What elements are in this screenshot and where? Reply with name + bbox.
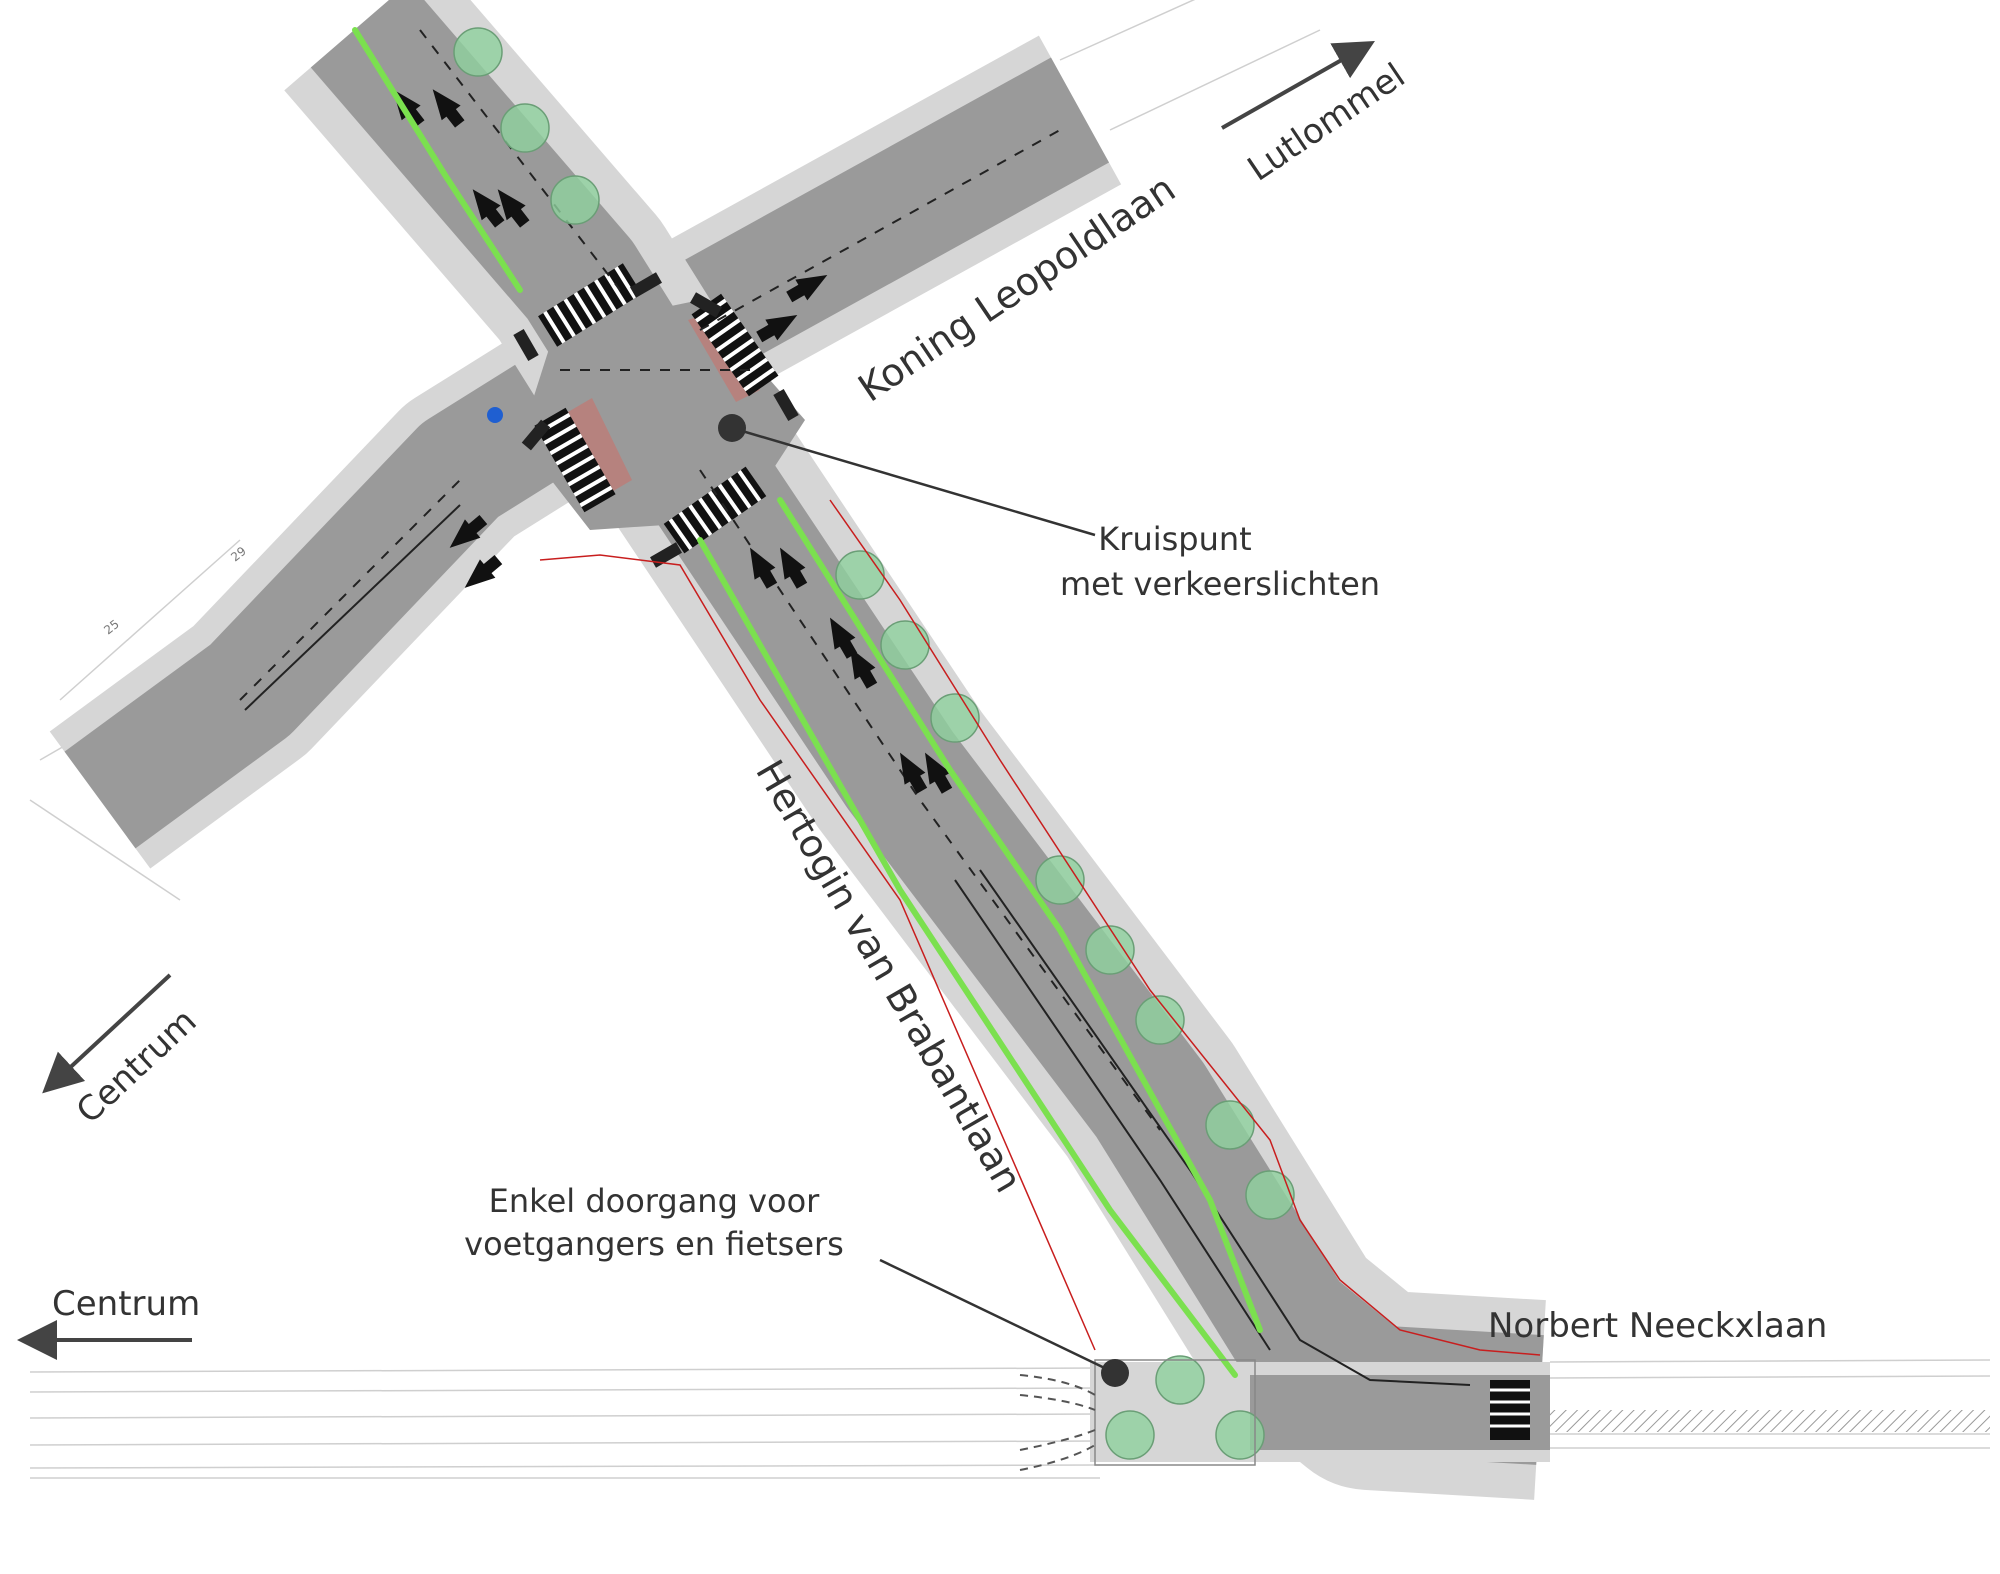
lane-arrows bbox=[392, 89, 953, 794]
callout-doorgang-line2: voetgangers en fietsers bbox=[464, 1225, 844, 1263]
callout-doorgang-line1: Enkel doorgang voor bbox=[489, 1182, 820, 1220]
doorgang-marker-dot bbox=[1101, 1359, 1129, 1387]
kruispunt-marker-dot bbox=[718, 414, 746, 442]
direction-label-centrum-diagonal: Centrum bbox=[69, 1001, 205, 1131]
direction-label-lutlommel: Lutlommel bbox=[1241, 56, 1413, 190]
passage-access-paths bbox=[1019, 1374, 1096, 1471]
callout-kruispunt-leader bbox=[718, 414, 1096, 537]
solid-lane-lines bbox=[244, 504, 1471, 1386]
trees bbox=[453, 27, 1295, 1460]
callout-kruispunt-subtitle: met verkeerslichten bbox=[1060, 565, 1380, 603]
arrow-centrum-diagonal bbox=[42, 973, 172, 1094]
traffic-signals bbox=[513, 272, 799, 568]
lane-markings bbox=[239, 29, 1161, 1131]
street-label-norbert-neeckxlaan: Norbert Neeckxlaan bbox=[1488, 1306, 1827, 1346]
passage-area bbox=[1094, 1359, 1256, 1466]
property-lines bbox=[539, 499, 1541, 1356]
plan-number-25: 25 bbox=[101, 617, 122, 637]
bus-stop-icon bbox=[487, 407, 503, 423]
bike-lanes bbox=[352, 27, 1263, 1378]
hatched-strip bbox=[1550, 1410, 1990, 1432]
callout-kruispunt-title: Kruispunt bbox=[1098, 520, 1251, 558]
callout-doorgang-leader bbox=[879, 1258, 1129, 1387]
arrow-lutlommel bbox=[1221, 41, 1375, 130]
direction-label-centrum-bottom: Centrum bbox=[52, 1284, 200, 1324]
